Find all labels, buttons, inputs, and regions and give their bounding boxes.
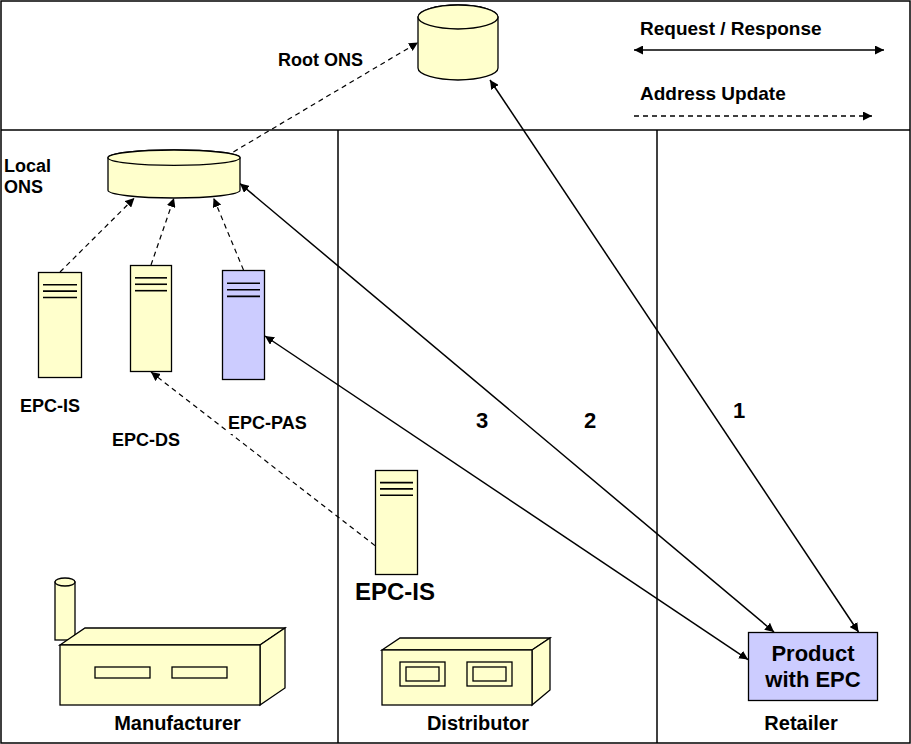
node-label: EPC-IS bbox=[20, 396, 110, 417]
server-slot bbox=[380, 482, 413, 484]
factory-side bbox=[260, 628, 285, 705]
node-label: Local ONS bbox=[4, 156, 66, 197]
callout-number: 2 bbox=[584, 408, 604, 433]
callout-number: 1 bbox=[733, 398, 753, 423]
server-slot bbox=[227, 282, 260, 284]
server-tower: EPC-IS bbox=[38, 272, 82, 378]
node-label: EPC-DS bbox=[112, 430, 202, 451]
legend-text: Request / Response bbox=[640, 18, 822, 40]
legend-line-solid bbox=[634, 49, 884, 51]
box-outline bbox=[749, 633, 878, 701]
server-slot bbox=[43, 284, 77, 286]
cylinder-top bbox=[418, 5, 498, 29]
warehouse-window bbox=[406, 667, 439, 681]
server-body bbox=[223, 271, 265, 380]
cylinder-body bbox=[418, 5, 498, 80]
server-slot bbox=[43, 290, 77, 292]
address-update-arrow bbox=[60, 198, 134, 272]
legend-samples bbox=[634, 50, 884, 116]
server-tower-outline bbox=[375, 470, 418, 575]
factory-window bbox=[172, 667, 227, 678]
column-label: Retailer bbox=[701, 712, 901, 735]
address-update-arrow bbox=[151, 372, 375, 546]
node-label: EPC-PAS bbox=[228, 413, 328, 434]
cylinder-top bbox=[108, 150, 240, 165]
server-tower: EPC-PAS bbox=[222, 270, 265, 380]
factory-window bbox=[95, 667, 150, 678]
warehouse-roof bbox=[382, 638, 550, 650]
server-slot bbox=[43, 297, 77, 299]
server-body bbox=[376, 471, 418, 575]
warehouse-side bbox=[532, 638, 550, 705]
address-update-arrow bbox=[233, 43, 418, 152]
server-slot bbox=[380, 494, 413, 496]
cylinder-body bbox=[108, 150, 240, 198]
server-tower: EPC-IS bbox=[375, 470, 418, 575]
warehouse-icon bbox=[382, 638, 550, 705]
database-cylinder-outline bbox=[418, 5, 498, 80]
warehouse-window bbox=[473, 667, 506, 681]
factory-roof bbox=[60, 628, 285, 645]
band-divider bbox=[1, 129, 910, 131]
database-cylinder: Root ONS bbox=[418, 5, 498, 80]
server-tower: EPC-DS bbox=[130, 265, 172, 372]
column-label: Manufacturer bbox=[60, 712, 295, 735]
callout-number: 3 bbox=[476, 408, 496, 433]
warehouse-front bbox=[382, 650, 532, 705]
server-slot bbox=[135, 290, 167, 292]
legend-text: Address Update bbox=[640, 83, 786, 105]
server-slot bbox=[380, 488, 413, 490]
server-tower-outline bbox=[130, 265, 172, 372]
legend-line-dashed bbox=[634, 115, 872, 116]
address-update-arrow bbox=[151, 198, 174, 265]
database-cylinder: Local ONS bbox=[108, 150, 240, 198]
server-slot bbox=[227, 289, 260, 291]
product-box: Product with EPC bbox=[748, 632, 878, 701]
address-update-arrow bbox=[214, 198, 244, 270]
chimney-top bbox=[55, 578, 75, 586]
server-tower-outline bbox=[38, 272, 82, 378]
server-body bbox=[131, 266, 172, 372]
factory-icon bbox=[55, 578, 285, 705]
box-text: Product with EPC bbox=[748, 637, 878, 696]
column-divider bbox=[337, 130, 339, 743]
factory-front bbox=[60, 645, 260, 705]
column-divider bbox=[656, 130, 658, 743]
server-tower-outline bbox=[222, 270, 265, 380]
column-label: Distributor bbox=[378, 712, 578, 735]
chimney bbox=[55, 582, 75, 640]
node-label: Root ONS bbox=[243, 50, 363, 71]
request-response-arrow bbox=[240, 184, 774, 632]
warehouse-window bbox=[467, 662, 512, 686]
warehouse-window bbox=[400, 662, 445, 686]
database-cylinder-outline bbox=[108, 150, 240, 198]
node-label: EPC-IS bbox=[355, 578, 465, 606]
request-response-arrow bbox=[265, 336, 748, 660]
server-slot bbox=[227, 296, 260, 298]
server-body bbox=[39, 273, 82, 378]
server-slot bbox=[135, 277, 167, 279]
server-slot bbox=[135, 283, 167, 285]
